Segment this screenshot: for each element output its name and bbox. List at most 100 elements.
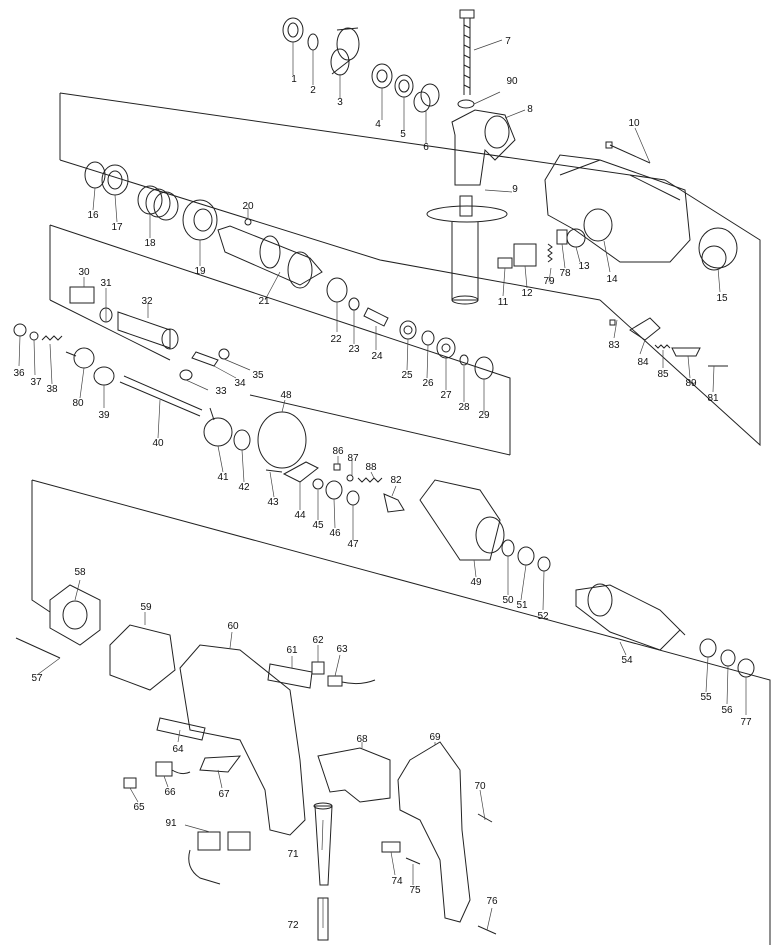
part-lever-82 (383, 493, 405, 513)
part-number-26: 26 (422, 378, 434, 389)
part-ring-47 (346, 490, 360, 506)
part-number-4: 4 (375, 119, 381, 130)
part-bearing-19 (182, 199, 218, 241)
part-bearing-36 (13, 323, 27, 337)
part-ring-35 (218, 348, 230, 360)
part-number-66: 66 (164, 787, 176, 798)
part-nut-86 (333, 463, 341, 471)
part-lever-89 (671, 347, 701, 357)
part-pin-24 (363, 307, 389, 327)
part-number-23: 23 (348, 344, 360, 355)
part-number-58: 58 (74, 567, 86, 578)
part-number-24: 24 (371, 351, 383, 362)
group-outline-lower (31, 479, 771, 945)
part-number-37: 37 (30, 377, 42, 388)
part-ring-29 (474, 356, 494, 380)
part-ring-26 (421, 330, 435, 346)
part-sleeve-3 (330, 27, 360, 76)
part-number-51: 51 (516, 600, 528, 611)
part-ring-15 (698, 227, 738, 271)
part-piston-32 (117, 311, 179, 350)
part-ring-1 (282, 17, 304, 43)
part-label-61 (267, 663, 313, 689)
part-washer-4 (371, 63, 393, 89)
part-number-25: 25 (401, 370, 413, 381)
part-washer-5 (394, 74, 414, 98)
group-outline-middle (49, 224, 511, 456)
part-number-57: 57 (31, 673, 43, 684)
part-number-75: 75 (409, 885, 421, 896)
part-bearing-51 (517, 546, 535, 566)
part-number-17: 17 (111, 222, 123, 233)
part-label-64 (156, 717, 206, 741)
part-ring-56 (720, 649, 736, 667)
part-number-87: 87 (347, 453, 359, 464)
part-number-81: 81 (707, 393, 719, 404)
part-number-30: 30 (78, 267, 90, 278)
part-number-29: 29 (478, 410, 490, 421)
part-number-15: 15 (716, 293, 728, 304)
part-sleeve-6 (413, 83, 440, 113)
part-number-40: 40 (152, 438, 164, 449)
part-number-71: 71 (287, 849, 299, 860)
part-number-46: 46 (329, 528, 341, 539)
part-number-35: 35 (252, 370, 264, 381)
part-gear-housing-14 (544, 154, 691, 263)
part-number-16: 16 (87, 210, 99, 221)
part-clip-11 (497, 257, 513, 269)
part-number-52: 52 (537, 611, 549, 622)
part-number-27: 27 (440, 390, 452, 401)
part-armature-54 (575, 583, 686, 651)
part-number-60: 60 (227, 621, 239, 632)
part-field-59 (109, 624, 176, 691)
part-label-67 (199, 755, 242, 773)
part-gasket-48 (257, 411, 307, 469)
part-number-79: 79 (543, 276, 555, 287)
part-washer-90 (457, 99, 475, 109)
part-gear-80 (65, 347, 95, 369)
part-number-7: 7 (505, 36, 511, 47)
part-number-12: 12 (521, 288, 533, 299)
part-plate-78 (556, 229, 568, 245)
part-switch-lever-84 (629, 317, 661, 341)
part-shaft-40 (119, 375, 203, 417)
part-brush-set-91 (188, 831, 251, 885)
part-number-83: 83 (608, 340, 620, 351)
part-screw-43 (265, 469, 283, 473)
part-number-42: 42 (238, 482, 250, 493)
part-number-38: 38 (46, 384, 58, 395)
part-gear-42 (233, 429, 251, 451)
part-number-54: 54 (621, 655, 633, 666)
part-number-68: 68 (356, 734, 368, 745)
part-number-1: 1 (291, 74, 297, 85)
part-pin-34 (191, 351, 219, 367)
part-washer-52 (537, 556, 551, 572)
part-number-86: 86 (332, 446, 344, 457)
part-spring-79 (547, 243, 553, 263)
part-bolt-7 (459, 9, 475, 95)
part-number-28: 28 (458, 402, 470, 413)
part-number-70: 70 (474, 781, 486, 792)
part-sleeve-71 (313, 802, 333, 886)
part-number-6: 6 (423, 142, 429, 153)
part-ring-45 (312, 478, 324, 490)
part-spindle-21 (217, 225, 323, 289)
part-ring-50 (501, 539, 515, 557)
part-motor-housing-60 (179, 644, 306, 836)
part-number-34: 34 (234, 378, 246, 389)
part-number-8: 8 (527, 104, 533, 115)
part-number-2: 2 (310, 85, 316, 96)
part-number-14: 14 (606, 274, 618, 285)
part-number-22: 22 (330, 334, 342, 345)
part-number-67: 67 (218, 789, 230, 800)
part-number-43: 43 (267, 497, 279, 508)
part-screw-75 (405, 857, 421, 865)
part-ball-20 (244, 218, 252, 226)
part-number-33: 33 (215, 386, 227, 397)
part-ring-13 (566, 228, 586, 248)
part-number-80: 80 (72, 398, 84, 409)
part-clutch-39 (93, 366, 115, 386)
part-spring-18 (137, 185, 179, 221)
part-number-45: 45 (312, 520, 324, 531)
